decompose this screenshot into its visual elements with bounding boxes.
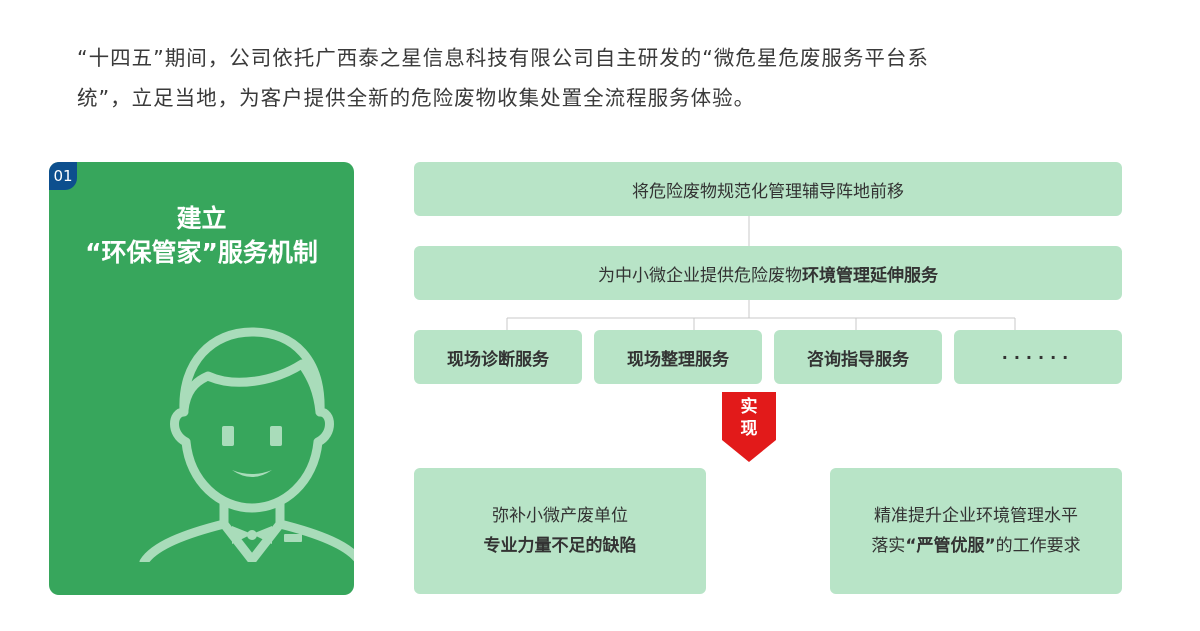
number-badge: 01 bbox=[49, 162, 77, 190]
outcome-left-line-1: 弥补小微产废单位 bbox=[492, 506, 628, 526]
intro-paragraph: “十四五”期间，公司依托广西泰之星信息科技有限公司自主研发的“微危星危废服务平台… bbox=[75, 38, 1135, 118]
down-arrow-icon bbox=[722, 392, 776, 462]
service-label: ······ bbox=[1001, 347, 1075, 367]
outcome-right-line-1: 精准提升企业环境管理水平 bbox=[874, 506, 1078, 526]
frontline-guidance-box: 将危险废物规范化管理辅导阵地前移 bbox=[414, 162, 1122, 216]
service-box-onsite-organization: 现场整理服务 bbox=[594, 330, 762, 384]
outcome-box-left: 弥补小微产废单位 专业力量不足的缺陷 bbox=[414, 468, 706, 594]
outcome-box-right: 精准提升企业环境管理水平 落实“严管优服”的工作要求 bbox=[830, 468, 1122, 594]
outcome-right-prefix: 落实 bbox=[871, 536, 906, 556]
service-box-more: ······ bbox=[954, 330, 1122, 384]
extended-service-emphasis: 环境管理延伸服务 bbox=[802, 265, 938, 286]
intro-line-2: 统”，立足当地，为客户提供全新的危险废物收集处置全流程服务体验。 bbox=[77, 86, 756, 110]
person-bowtie-icon bbox=[139, 327, 354, 562]
card-title-line-2: “环保管家”服务机制 bbox=[85, 238, 318, 267]
service-label: 现场整理服务 bbox=[627, 349, 729, 370]
service-mechanism-card: 01 建立 “环保管家”服务机制 bbox=[49, 162, 354, 595]
service-box-onsite-diagnosis: 现场诊断服务 bbox=[414, 330, 582, 384]
service-label: 咨询指导服务 bbox=[807, 349, 909, 370]
extended-service-prefix: 为中小微企业提供危险废物 bbox=[598, 265, 802, 286]
outcome-right-line-2: 落实“严管优服”的工作要求 bbox=[871, 531, 1080, 561]
outcome-left-line-2: 专业力量不足的缺陷 bbox=[483, 536, 637, 556]
intro-line-1: “十四五”期间，公司依托广西泰之星信息科技有限公司自主研发的“微危星危废服务平台… bbox=[77, 46, 929, 70]
card-title: 建立 “环保管家”服务机制 bbox=[49, 202, 354, 270]
frontline-guidance-label: 将危险废物规范化管理辅导阵地前移 bbox=[632, 181, 904, 202]
service-label: 现场诊断服务 bbox=[447, 349, 549, 370]
arrow-label: 实现 bbox=[722, 396, 776, 440]
extended-service-box: 为中小微企业提供危险废物环境管理延伸服务 bbox=[414, 246, 1122, 300]
outcome-right-emphasis: “严管优服” bbox=[905, 536, 996, 556]
arrow-label-text: 实现 bbox=[740, 397, 758, 439]
card-title-line-1: 建立 bbox=[176, 204, 227, 233]
outcome-right-suffix: 的工作要求 bbox=[995, 536, 1081, 556]
service-box-consulting: 咨询指导服务 bbox=[774, 330, 942, 384]
